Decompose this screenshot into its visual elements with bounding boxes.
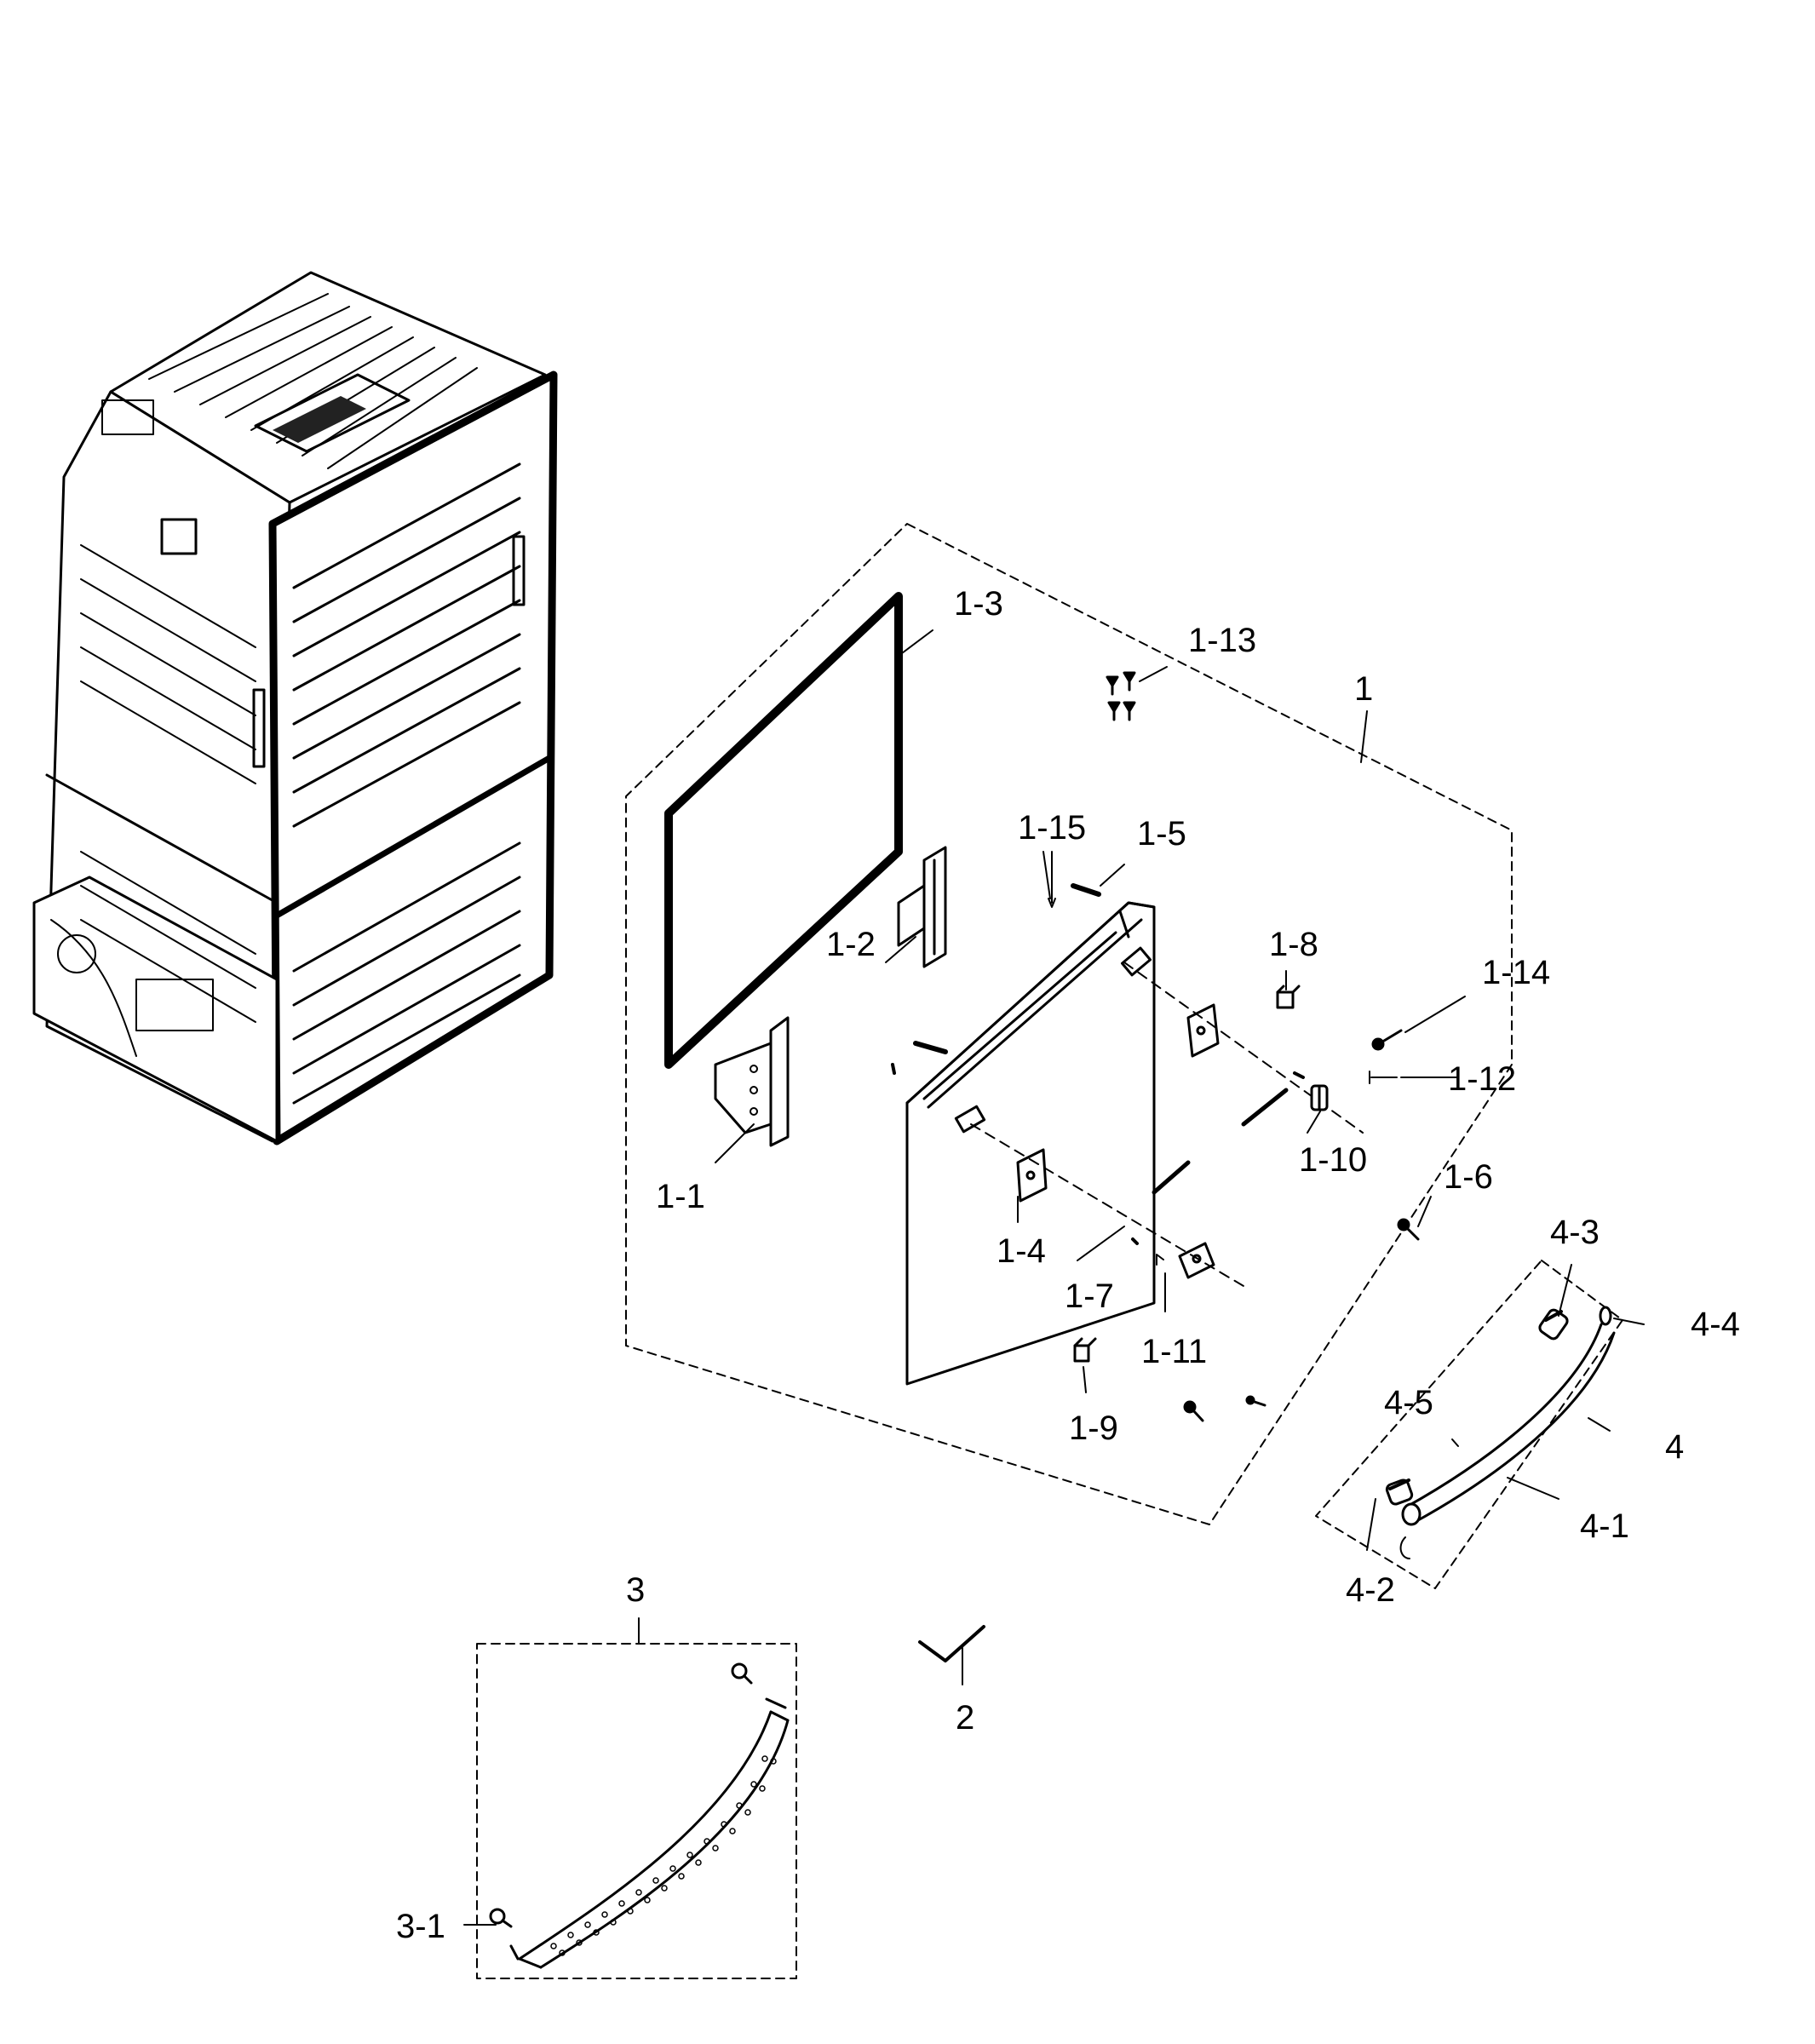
part-1-3-gasket	[664, 592, 903, 1069]
callout-1: 1	[1354, 670, 1373, 708]
callout-1-10: 1-10	[1299, 1141, 1367, 1179]
part-1-2-hinge	[897, 846, 947, 968]
part-4-2-endcap	[1385, 1478, 1414, 1506]
callout-4-2: 4-2	[1346, 1571, 1395, 1609]
callout-1-2: 1-2	[826, 926, 876, 963]
callout-1-7: 1-7	[1065, 1278, 1114, 1315]
part-3-1-screw	[489, 1908, 513, 1928]
part-1-4-plate	[1016, 1148, 1048, 1203]
part-4-4	[1599, 1306, 1612, 1326]
callout-4-5: 4-5	[1384, 1384, 1433, 1421]
part-1-1-hinge	[714, 1016, 790, 1147]
callout-2: 2	[956, 1699, 974, 1737]
callout-1-12: 1-12	[1448, 1060, 1516, 1098]
callout-1-13: 1-13	[1188, 622, 1256, 659]
assembly-4-outline	[1315, 1260, 1623, 1589]
part-1-8-block	[1276, 985, 1301, 1009]
callout-1-6: 1-6	[1444, 1158, 1493, 1196]
callout-4-4: 4-4	[1691, 1306, 1740, 1343]
part-1-12-screw	[1369, 1071, 1398, 1084]
part-2-bracket	[918, 1625, 985, 1685]
part-1-10	[1241, 1071, 1329, 1127]
part-1-7-rod	[1131, 1160, 1191, 1245]
part-pin-left	[891, 1041, 948, 1075]
assembly-3-outline	[476, 1643, 797, 1979]
part-lower-hinge	[1178, 1242, 1215, 1279]
callout-1-9: 1-9	[1069, 1410, 1118, 1447]
part-1-13-screws	[1106, 671, 1136, 721]
part-lower-screws	[1183, 1395, 1266, 1422]
callout-1-15: 1-15	[1018, 809, 1086, 847]
callout-3: 3	[626, 1571, 645, 1609]
callout-4-1: 4-1	[1580, 1507, 1629, 1545]
part-hinge-plate-upper	[1186, 1003, 1220, 1058]
part-1-6-screw	[1397, 1218, 1420, 1241]
leader-lines	[463, 629, 1645, 1926]
part-1-9-block	[1073, 1337, 1097, 1363]
part-1-15	[1048, 851, 1056, 908]
part-1-14-screw	[1371, 1029, 1403, 1051]
callout-1-14: 1-14	[1482, 954, 1550, 991]
assembly-1-outline	[625, 523, 1513, 1525]
callout-1-1: 1-1	[656, 1178, 705, 1215]
callout-3-1: 3-1	[396, 1908, 445, 1945]
refrigerator-cabinet	[32, 271, 558, 1145]
part-4-3-endcap	[1538, 1308, 1569, 1341]
callout-1-3: 1-3	[954, 585, 1003, 623]
part-4-1-handle	[1401, 1323, 1616, 1526]
part-1-5-pin	[1071, 883, 1101, 897]
part-1-11-clip	[1156, 1254, 1164, 1266]
callout-1-8: 1-8	[1269, 926, 1318, 963]
callout-1-11: 1-11	[1141, 1333, 1207, 1370]
callout-4-3: 4-3	[1550, 1214, 1600, 1251]
callout-4: 4	[1665, 1428, 1684, 1466]
part-3-rail	[509, 1697, 790, 1969]
part-4-5	[1451, 1438, 1459, 1447]
callout-1-4: 1-4	[997, 1232, 1046, 1270]
callout-1-5: 1-5	[1137, 815, 1186, 853]
door-panel	[905, 901, 1156, 1386]
part-3-screw-top	[731, 1662, 753, 1685]
